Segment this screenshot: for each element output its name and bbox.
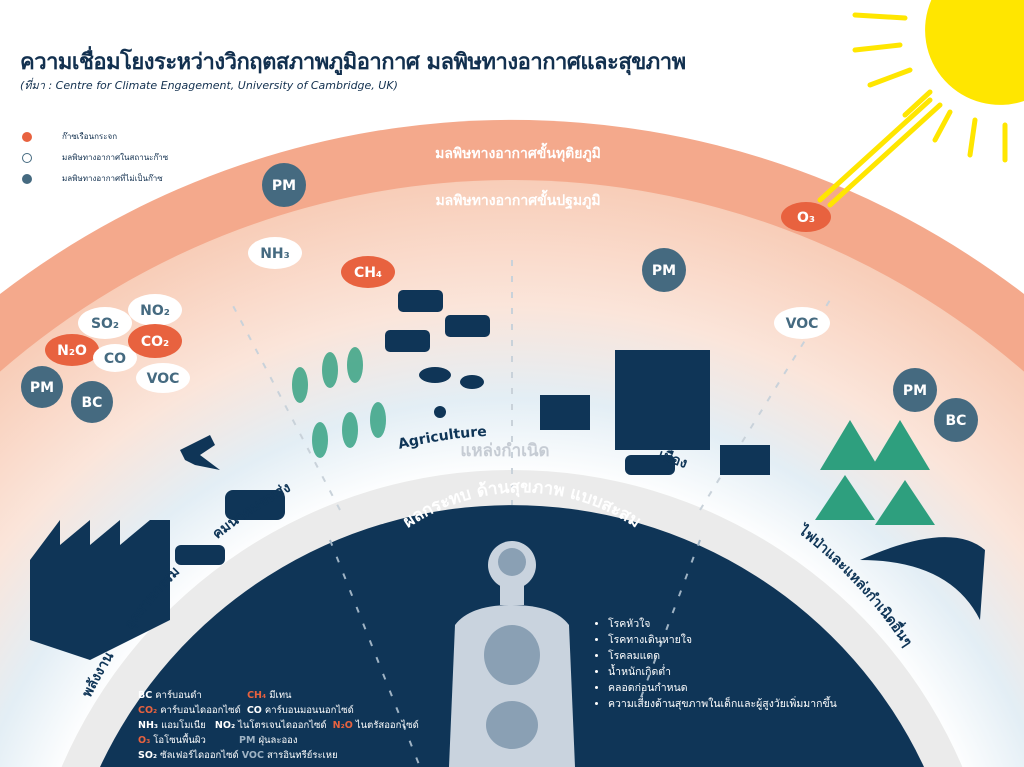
bc-badge: BC bbox=[934, 398, 978, 442]
pm-badge: PM bbox=[893, 368, 937, 412]
pm-badge: PM bbox=[21, 366, 63, 408]
impact-dividers bbox=[329, 539, 701, 767]
orange-dot-icon bbox=[22, 131, 32, 142]
legend-item-gaseous-pollutant: มลพิษทางอากาศในสถานะก๊าซ bbox=[22, 147, 168, 168]
pm-badge: PM bbox=[262, 163, 306, 207]
ch4-badge: CH₄ bbox=[341, 256, 395, 288]
legend-item-particulate-pollutant: มลพิษทางอากาศที่ไม่เป็นก๊าซ bbox=[22, 168, 168, 189]
svg-text:PM: PM bbox=[903, 383, 927, 399]
svg-text:CO: CO bbox=[104, 351, 126, 367]
bc-badge: BC bbox=[71, 381, 113, 423]
svg-text:CO₂: CO₂ bbox=[141, 334, 169, 350]
secondary-layer-label: มลพิษทางอากาศขั้นทุติยภูมิ bbox=[435, 142, 601, 162]
co2-badge: CO₂ bbox=[128, 324, 182, 358]
pm-badge: PM bbox=[642, 248, 686, 292]
svg-text:NH₃: NH₃ bbox=[260, 246, 290, 262]
legend-item-greenhouse-gas: ก๊าซเรือนกระจก bbox=[22, 126, 168, 147]
white-dot-icon bbox=[22, 152, 32, 163]
svg-text:BC: BC bbox=[946, 413, 967, 429]
svg-text:SO₂: SO₂ bbox=[91, 316, 119, 332]
livestock-icon bbox=[385, 290, 490, 418]
svg-text:PM: PM bbox=[30, 380, 54, 396]
svg-text:PM: PM bbox=[272, 178, 296, 194]
list-item: น้ำหนักเกิดต่ำ bbox=[608, 664, 837, 680]
list-item: โรคหัวใจ bbox=[608, 616, 837, 632]
nh3-badge: NH₃ bbox=[248, 237, 302, 269]
svg-text:VOC: VOC bbox=[147, 371, 180, 387]
pollutant-badges: PM NH₃ CH₄ SO₂ NO₂ N₂O CO CO₂ VOC PM BC … bbox=[21, 163, 978, 442]
list-item: ความเสี่ยงด้านสุขภาพในเด็กและผู้สูงวัยเพ… bbox=[608, 696, 837, 712]
slate-dot-icon bbox=[22, 173, 32, 184]
n2o-badge: N₂O bbox=[45, 334, 99, 366]
transport-icon bbox=[175, 435, 285, 565]
sources-title: แหล่งกำเนิด bbox=[460, 441, 549, 461]
svg-text:VOC: VOC bbox=[786, 316, 819, 332]
list-item: คลอดก่อนกำหนด bbox=[608, 680, 837, 696]
no2-badge: NO₂ bbox=[128, 294, 182, 326]
svg-text:BC: BC bbox=[82, 395, 103, 411]
human-body-icon bbox=[449, 541, 575, 767]
svg-text:O₃: O₃ bbox=[797, 210, 815, 226]
svg-text:N₂O: N₂O bbox=[57, 343, 87, 359]
list-item: โรคลมแดด bbox=[608, 648, 837, 664]
list-item: โรคทางเดินหายใจ bbox=[608, 632, 837, 648]
sector-dividers bbox=[229, 260, 831, 511]
primary-layer-label: มลพิษทางอากาศขั้นปฐมภูมิ bbox=[435, 189, 600, 210]
wildfire-forest-icon bbox=[815, 420, 935, 525]
co-badge: CO bbox=[93, 344, 137, 372]
health-effects-list: โรคหัวใจ โรคทางเดินหายใจ โรคลมแดด น้ำหนั… bbox=[592, 616, 837, 712]
so2-badge: SO₂ bbox=[78, 307, 132, 339]
pollutant-glossary: BC คาร์บอนดำ CH₄ มีเทน CO₂ คาร์บอนไดออกไ… bbox=[138, 690, 419, 761]
svg-text:PM: PM bbox=[652, 263, 676, 279]
volcano-icon bbox=[860, 537, 985, 620]
sun-icon bbox=[817, 0, 1024, 208]
voc-badge: VOC bbox=[136, 363, 190, 393]
industry-icon bbox=[30, 520, 170, 660]
page-title: ความเชื่อมโยงระหว่างวิกฤตสภาพภูมิอากาศ ม… bbox=[20, 50, 686, 75]
legend: ก๊าซเรือนกระจก มลพิษทางอากาศในสถานะก๊าซ … bbox=[22, 126, 168, 189]
o3-badge: O₃ bbox=[781, 202, 831, 232]
city-icon bbox=[540, 350, 770, 475]
voc-badge: VOC bbox=[774, 307, 830, 339]
svg-text:CH₄: CH₄ bbox=[354, 265, 382, 281]
source-citation: (ที่มา : Centre for Climate Engagement, … bbox=[20, 79, 398, 92]
svg-text:NO₂: NO₂ bbox=[140, 303, 170, 319]
crops-icon bbox=[292, 347, 386, 458]
